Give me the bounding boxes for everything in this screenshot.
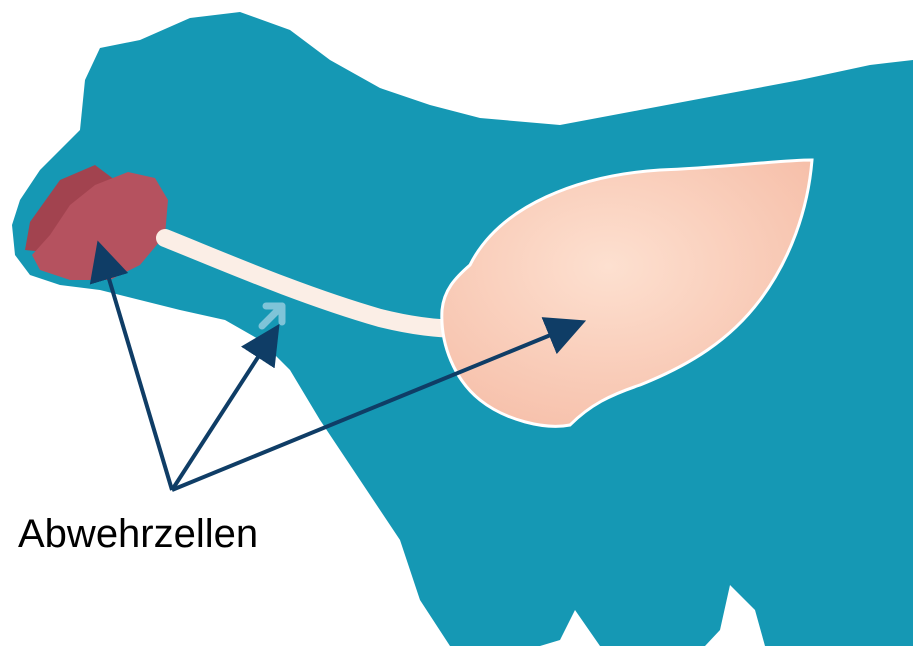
immune-cells-label: Abwehrzellen: [18, 510, 258, 558]
arrow-to-trachea: [172, 334, 273, 490]
